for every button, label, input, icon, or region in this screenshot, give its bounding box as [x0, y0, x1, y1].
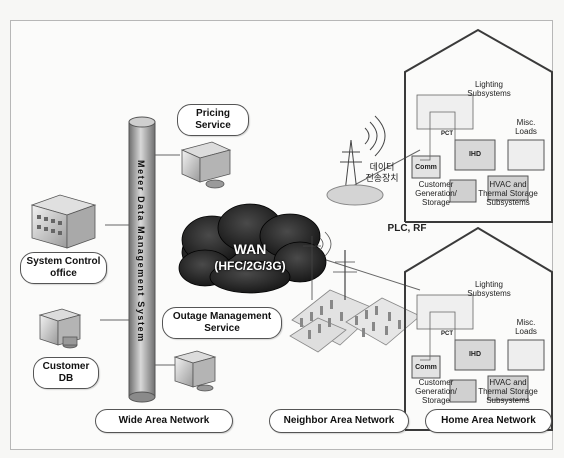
system-control-line2: office	[50, 268, 77, 279]
top-misc-label: Misc. Loads	[509, 118, 543, 136]
top-comm-label: Comm	[415, 164, 437, 171]
bottom-pct-label: PCT	[441, 331, 453, 337]
top-pct-label: PCT	[441, 131, 453, 137]
bottom-misc-line2: Loads	[515, 327, 537, 336]
top-lighting-line1: Lighting	[474, 80, 504, 89]
bottom-customer-gen-line2: Generation/	[415, 387, 457, 396]
top-customer-gen-line1: Customer	[418, 180, 454, 189]
bottom-misc-label: Misc. Loads	[509, 318, 543, 336]
house-top	[404, 28, 553, 223]
bottom-lighting-label: Lighting Subsystems	[464, 280, 514, 298]
wan-title: WAN	[233, 241, 267, 257]
plc-rf-label: PLC, RF	[387, 223, 427, 234]
bottom-lighting-line2: Subsystems	[467, 289, 511, 298]
data-device-line2: 전송장치	[365, 173, 399, 183]
top-customer-gen-line2: Generation/	[415, 189, 457, 198]
top-hvac-line1: HVAC and	[489, 180, 527, 189]
mdms-label: Meter Data Management System	[136, 160, 146, 343]
outage-management-pill: Outage Management Service	[162, 307, 282, 339]
bottom-lighting-line1: Lighting	[474, 280, 504, 289]
outage-management-line2: Service	[204, 323, 240, 334]
bottom-comm-label: Comm	[415, 364, 437, 371]
neighbor-area-network-pill: Neighbor Area Network	[269, 409, 409, 433]
pricing-service-line1: Pricing	[196, 108, 230, 119]
bottom-customer-gen-label: Customer Generation/ Storage	[412, 378, 460, 405]
bottom-hvac-line3: Subsystems	[486, 396, 530, 405]
top-customer-gen-line3: Storage	[421, 198, 451, 207]
top-hvac-line2: Thermal Storage	[478, 189, 538, 198]
pricing-server	[180, 141, 232, 189]
wan-cloud	[178, 203, 327, 294]
mdms-cylinder	[128, 116, 156, 403]
system-control-pill: System Control office	[20, 252, 107, 284]
data-tower	[326, 115, 386, 206]
home-area-network-pill: Home Area Network	[425, 409, 552, 433]
bottom-hvac-line2: Thermal Storage	[478, 387, 538, 396]
control-office-building	[30, 194, 97, 249]
customer-db-line2: DB	[58, 373, 74, 384]
top-customer-gen-label: Customer Generation/ Storage	[412, 180, 460, 207]
outage-server	[173, 350, 217, 392]
customer-db-server	[38, 308, 82, 349]
neighbor-area-graphic	[289, 231, 421, 353]
top-misc-line2: Loads	[515, 127, 537, 136]
top-hvac-label: HVAC and Thermal Storage Subsystems	[470, 180, 546, 207]
top-lighting-label: Lighting Subsystems	[464, 80, 514, 98]
top-ihd-label: IHD	[468, 151, 482, 158]
bottom-hvac-line1: HVAC and	[489, 378, 527, 387]
pricing-service-pill: Pricing Service	[177, 104, 249, 136]
bottom-customer-gen-line3: Storage	[421, 396, 451, 405]
outage-management-line1: Outage Management	[172, 311, 272, 322]
data-device-label: 데이터 전송장치	[360, 162, 404, 184]
customer-db-pill: Customer DB	[33, 357, 99, 389]
wan-subtitle: (HFC/2G/3G)	[214, 259, 286, 273]
bottom-misc-line1: Misc.	[516, 318, 536, 327]
data-device-line1: 데이터	[369, 162, 395, 172]
bottom-customer-gen-line1: Customer	[418, 378, 454, 387]
wide-area-network-pill: Wide Area Network	[95, 409, 233, 433]
customer-db-line1: Customer	[42, 361, 90, 372]
top-misc-line1: Misc.	[516, 118, 536, 127]
house-bottom	[404, 226, 553, 431]
pricing-service-line2: Service	[195, 120, 231, 131]
bottom-hvac-label: HVAC and Thermal Storage Subsystems	[470, 378, 546, 405]
bottom-ihd-label: IHD	[468, 351, 482, 358]
top-lighting-line2: Subsystems	[467, 89, 511, 98]
top-hvac-line3: Subsystems	[486, 198, 530, 207]
system-control-line1: System Control	[26, 256, 101, 267]
connector-lines	[100, 149, 421, 366]
